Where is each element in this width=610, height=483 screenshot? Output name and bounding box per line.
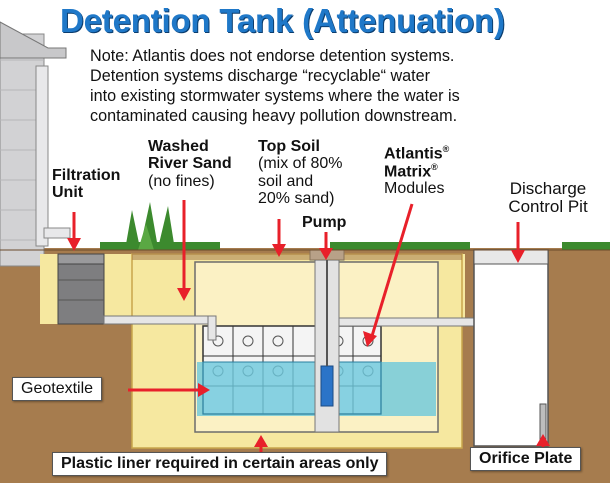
label-washed-river-sand: Washed River Sand (no fines) [148,138,232,190]
disclaimer-note: Note: Atlantis does not endorse detentio… [90,46,605,126]
pump-unit [320,365,334,407]
label-orifice-plate: Orifice Plate [470,447,582,471]
note-line: contaminated causing heavy pollution dow… [90,107,458,126]
inlet-pipe [103,315,217,325]
sky [0,0,610,252]
page-title: Detention Tank (Attenuation) [60,2,505,39]
top-soil-band [132,250,462,260]
label-filtration-unit: Filtration Unit [52,167,121,202]
note-line: into existing stormwater systems where t… [90,87,460,106]
label-atlantis-matrix: Atlantis® Matrix® Modules [384,144,450,198]
label-geotextile: Geotextile [12,377,103,401]
note-line: Detention systems discharge “recyclable“… [90,67,431,86]
label-discharge-control-pit: Discharge Control Pit [508,179,588,217]
note-line: Note: Atlantis does not endorse detentio… [90,47,455,65]
label-top-soil: Top Soil (mix of 80% soil and 20% sand) [258,138,343,207]
outlet-pipe [338,317,490,327]
discharge-control-pit [473,249,549,447]
downpipe [35,65,49,247]
house-roof [0,21,67,59]
filtration-unit [57,253,105,325]
label-pump: Pump [302,214,347,231]
pointer-arrows [67,200,550,462]
label-plastic-liner: Plastic liner required in certain areas … [52,452,388,476]
